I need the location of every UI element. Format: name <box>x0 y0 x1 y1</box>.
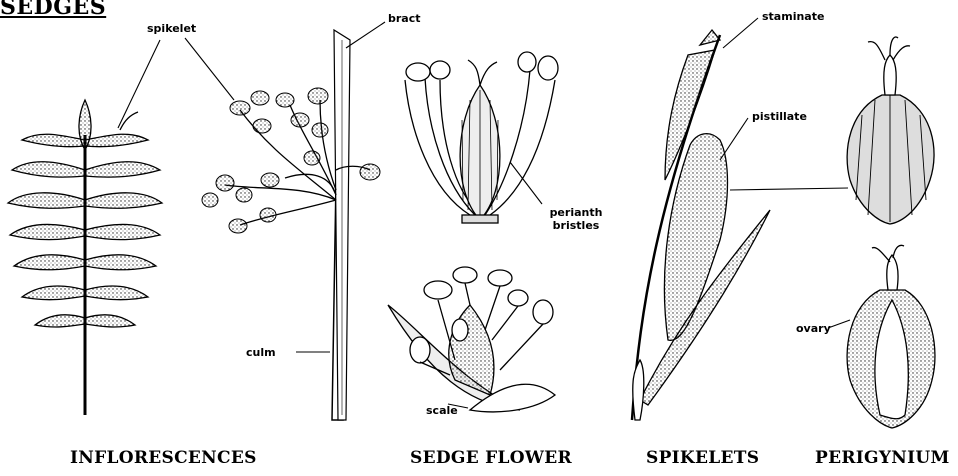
label-bract: bract <box>388 12 421 25</box>
caption-sedge-flower: SEDGE FLOWER <box>410 448 572 468</box>
label-spikelet: spikelet <box>147 22 196 35</box>
label-pistillate: pistillate <box>752 110 807 123</box>
label-perianth-bristles: perianth bristles <box>546 206 606 232</box>
caption-spikelets: SPIKELETS <box>646 448 759 468</box>
label-ovary: ovary <box>796 322 831 335</box>
inflorescence-branched <box>202 30 380 420</box>
label-staminate: staminate <box>762 10 824 23</box>
sedge-flower-top <box>405 52 558 223</box>
label-culm: culm <box>246 346 276 359</box>
caption-inflorescences: INFLORESCENCES <box>70 448 257 468</box>
sedge-flower-bottom <box>388 267 555 412</box>
perigynium <box>847 37 935 428</box>
label-scale: scale <box>426 404 458 417</box>
caption-perigynium: PERIGYNIUM <box>815 448 950 468</box>
spikelets <box>632 30 770 420</box>
inflorescence-feathery <box>8 100 162 415</box>
